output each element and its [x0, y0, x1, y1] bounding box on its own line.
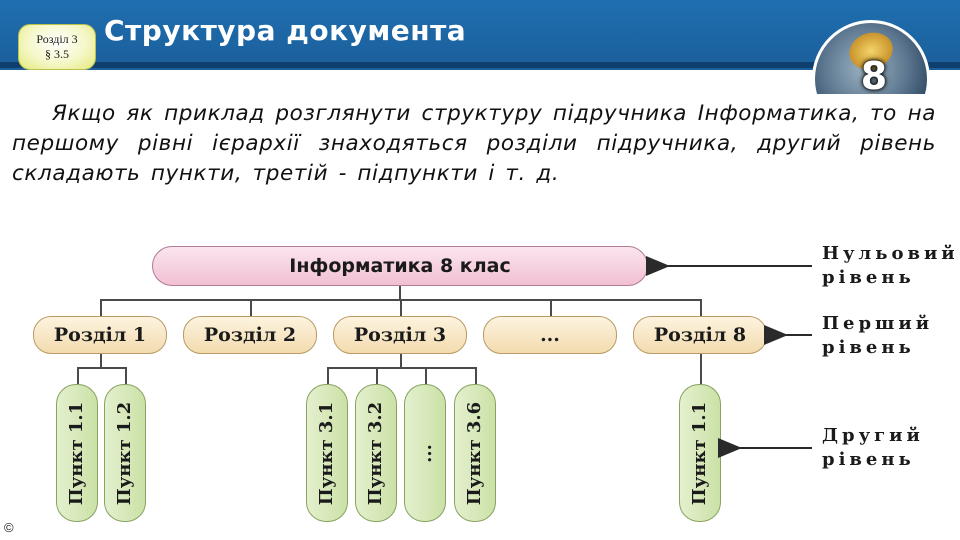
connector-item-4	[376, 367, 378, 384]
connector-sec1-bar	[77, 367, 127, 369]
badge-section: Розділ 3	[36, 32, 78, 46]
connector-root	[399, 286, 401, 300]
node-item-6: Пункт 3.6	[454, 384, 496, 522]
connector-sec1-down	[100, 354, 102, 368]
connector-section-1	[100, 299, 102, 316]
connector-section-3	[400, 299, 402, 316]
connector-item-6	[475, 367, 477, 384]
level-name: Другий	[822, 425, 924, 446]
level-word: рівень	[822, 267, 915, 288]
footer-copyright: ©	[4, 520, 14, 535]
connector-sec3-bar	[327, 367, 477, 369]
grade-number: 8	[860, 54, 888, 98]
node-item-2: Пункт 1.2	[104, 384, 146, 522]
level-label-0: Нульовий рівень	[822, 242, 959, 290]
badge-paragraph: § 3.5	[45, 47, 69, 61]
connector-item-5	[425, 367, 427, 384]
node-section-8: Розділ 8	[633, 316, 767, 354]
node-section-4: ...	[483, 316, 617, 354]
node-item-3: Пункт 3.1	[306, 384, 348, 522]
section-badge: Розділ 3 § 3.5	[18, 24, 96, 70]
level-arrows	[646, 256, 812, 458]
level-word: рівень	[822, 449, 915, 470]
connector-section-4	[550, 299, 552, 316]
header-bar	[0, 0, 960, 70]
connector-section-8	[700, 299, 702, 316]
level-name: Перший	[822, 313, 934, 334]
node-root: Інформатика 8 клас	[152, 246, 648, 286]
header-stripe	[0, 62, 960, 68]
page-title: Структура документа	[104, 14, 467, 47]
node-section-1: Розділ 1	[33, 316, 167, 354]
connector-section-2	[250, 299, 252, 316]
node-section-3: Розділ 3	[333, 316, 467, 354]
connector-sec3-down	[400, 354, 402, 368]
level-label-1: Перший рівень	[822, 312, 933, 360]
level-word: рівень	[822, 337, 915, 358]
connector-item-2	[125, 367, 127, 384]
hierarchy-diagram: Інформатика 8 клас Розділ 1 Розділ 2 Роз…	[0, 228, 960, 540]
connector-item-1	[77, 367, 79, 384]
connector-item-3	[327, 367, 329, 384]
text-panel: Якщо як приклад розглянути структуру під…	[0, 94, 960, 228]
level-label-2: Другий рівень	[822, 424, 924, 472]
node-item-4: Пункт 3.2	[355, 384, 397, 522]
connector-item-7	[700, 354, 702, 384]
node-item-1: Пункт 1.1	[56, 384, 98, 522]
node-item-5: ...	[404, 384, 446, 522]
node-section-2: Розділ 2	[183, 316, 317, 354]
level-name: Нульовий	[822, 243, 959, 264]
intro-paragraph: Якщо як приклад розглянути структуру під…	[12, 101, 936, 186]
node-item-7: Пункт 1.1	[679, 384, 721, 522]
